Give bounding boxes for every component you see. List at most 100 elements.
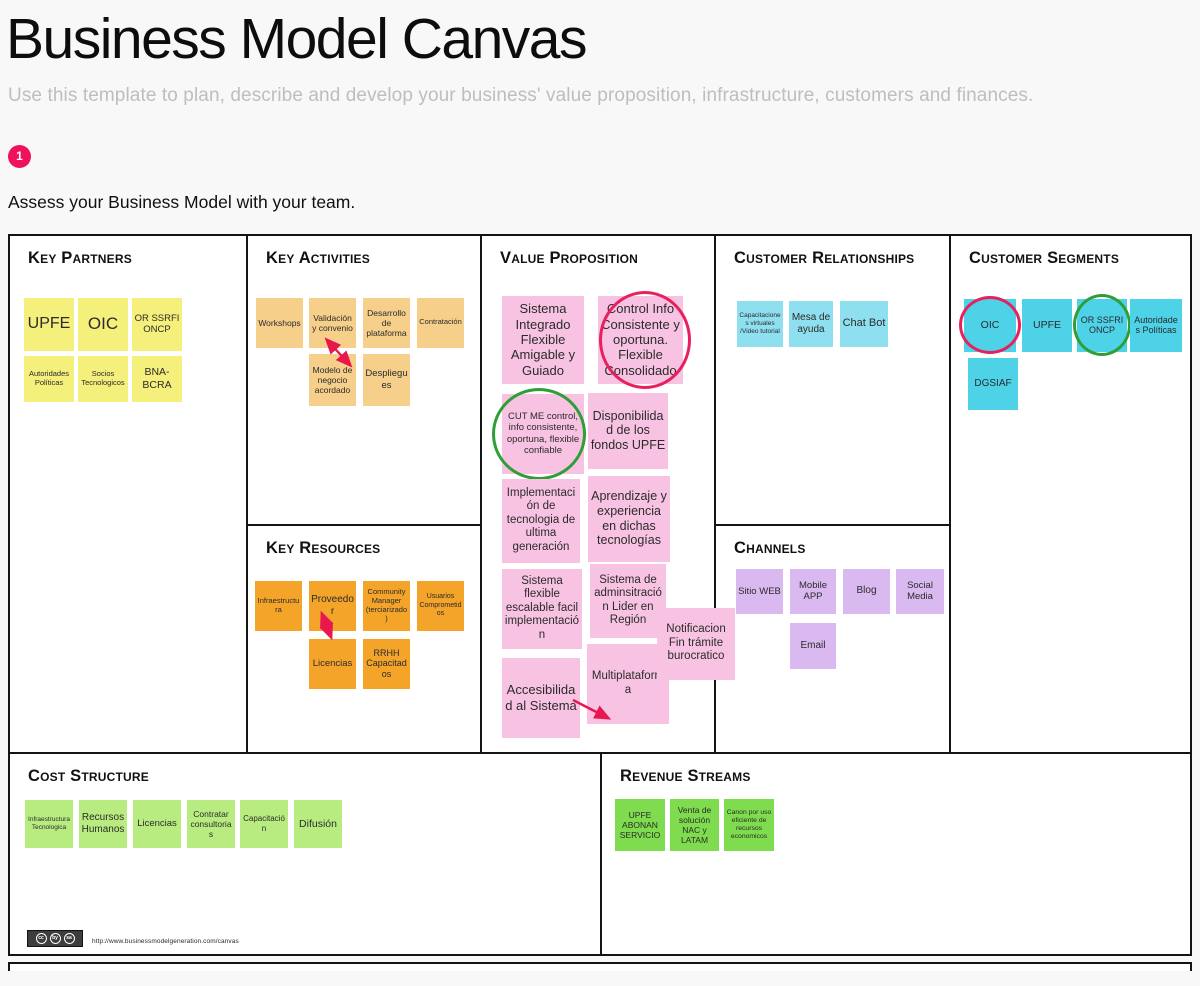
sticky-note[interactable]: Licencias [309, 638, 356, 689]
sticky-note[interactable]: Despliegues [363, 353, 410, 406]
sticky-note-text: Implementación de tecnologia de ultima g… [506, 486, 576, 554]
sticky-note-text: Community Manager (terciarizado) [365, 587, 408, 623]
sticky-note-text: Contratación [419, 317, 462, 327]
section-cost-structure: Cost Structure [10, 751, 602, 954]
section-title: Customer Relationships [734, 248, 915, 267]
sticky-note[interactable]: Accesibilidad al Sistema [502, 657, 580, 738]
sticky-note-text: Sitio WEB [738, 585, 781, 597]
sticky-note[interactable]: Email [790, 622, 836, 669]
sticky-note-text: Accesibilidad al Sistema [505, 682, 577, 713]
sticky-note[interactable]: UPFE [24, 297, 74, 351]
sticky-note-text: Licencias [312, 658, 353, 670]
sticky-note-text: Recursos Humanos [81, 811, 125, 835]
sticky-note[interactable]: UPFE ABONAN SERVICIO [615, 798, 665, 851]
sticky-note[interactable]: Workshops [256, 297, 303, 348]
sticky-note[interactable]: OIC [959, 296, 1021, 355]
section-customer-relationships: Customer Relationships [716, 235, 951, 526]
sticky-note[interactable]: Notificacion Fin trámite burocratico [657, 607, 735, 680]
sticky-note-text: UPFE [27, 314, 71, 332]
sticky-note[interactable]: Blog [843, 568, 890, 614]
sticky-note-text: Multiplataforma [591, 670, 665, 696]
sticky-note[interactable]: Sistema flexible escalable facil impleme… [502, 568, 582, 649]
sticky-note[interactable]: Modelo de negocio acordado [309, 353, 356, 406]
sticky-note[interactable]: Socios Tecnologicos [78, 355, 128, 402]
sticky-note[interactable]: OR SSRFI ONCP [132, 297, 182, 351]
sticky-note[interactable]: Sistema de adminsitración Lider en Regió… [590, 563, 666, 638]
sticky-note[interactable]: Difusión [294, 799, 342, 848]
sticky-note[interactable]: Contratar consultorias [187, 799, 235, 848]
sticky-note[interactable]: Infraestructura [255, 580, 302, 631]
sticky-note[interactable]: Canon por uso eficiente de recursos econ… [724, 798, 774, 851]
sticky-note-text: Sistema flexible escalable facil impleme… [504, 574, 580, 642]
sticky-note-text: Chat Bot [842, 317, 886, 330]
sticky-note-text: Autoridades Políticas [28, 368, 70, 387]
sticky-note[interactable]: Proveedor [309, 580, 356, 631]
section-title: Cost Structure [28, 766, 149, 785]
sticky-note-text: Sistema de adminsitración Lider en Regió… [594, 573, 662, 627]
sticky-note[interactable]: Autoridades Políticas [1130, 298, 1182, 352]
sticky-note-text: Modelo de negocio acordado [312, 364, 353, 395]
sticky-note[interactable]: Licencias [133, 799, 181, 848]
sticky-note-text: Despliegues [365, 368, 408, 391]
sticky-note-text: Contratar consultorias [190, 808, 232, 839]
sticky-note[interactable]: Recursos Humanos [79, 799, 127, 848]
sticky-note-text: Infraestructura Tecnologica [28, 816, 70, 831]
sticky-note[interactable]: UPFE [1022, 298, 1072, 352]
sticky-note-text: DGSIAF [974, 377, 1012, 389]
sticky-note[interactable]: Capacitación [240, 799, 288, 848]
cc-icon: cc [35, 932, 47, 944]
page-subtitle: Use this template to plan, describe and … [8, 84, 1034, 106]
sticky-note[interactable]: Implementación de tecnologia de ultima g… [502, 478, 580, 563]
sticky-note-text: Email [800, 639, 826, 651]
sticky-note[interactable]: Usuarios Comprometidos [417, 580, 464, 631]
cc-license-badge[interactable]: cc by sa [27, 929, 83, 947]
sticky-note-text: Blog [856, 585, 877, 597]
sticky-note[interactable]: Desarrollo de plataforma [363, 297, 410, 348]
step-instruction: Assess your Business Model with your tea… [8, 191, 356, 212]
sticky-note[interactable]: Mesa de ayuda [789, 300, 833, 347]
cc-sa-icon: sa [63, 932, 75, 944]
section-title: Key Resources [266, 538, 381, 557]
sticky-note-text: Social Media [907, 579, 933, 603]
sticky-note[interactable]: Community Manager (terciarizado) [363, 580, 410, 631]
sticky-note[interactable]: Infraestructura Tecnologica [25, 799, 73, 848]
sticky-note-text: Desarrollo de plataforma [366, 307, 407, 338]
sticky-note[interactable]: CUT ME control, info consistente, oportu… [492, 387, 586, 480]
sticky-note-text: UPFE ABONAN SERVICIO [619, 809, 661, 840]
sticky-note[interactable]: Sitio WEB [736, 568, 783, 614]
sticky-note[interactable]: Chat Bot [840, 300, 888, 347]
sticky-note-text: Workshops [258, 317, 301, 328]
sticky-note[interactable]: DGSIAF [968, 357, 1018, 410]
sticky-note-text: Mobile APP [799, 579, 827, 603]
sticky-note[interactable]: Capacitaciones virtuales /Video tutorial [737, 300, 783, 347]
sticky-note[interactable]: OIC [78, 297, 128, 351]
sticky-note[interactable]: RRHH Capacitados [363, 638, 410, 689]
sticky-note-text: Control Info Consistente y oportuna. Fle… [601, 301, 680, 378]
next-canvas-edge [8, 961, 1192, 971]
business-model-canvas: Key Partners Key Activities Key Resource… [8, 233, 1192, 956]
sticky-note[interactable]: Autoridades Políticas [24, 355, 74, 402]
sticky-note[interactable]: Aprendizaje y experiencia en dichas tecn… [588, 475, 670, 562]
sticky-note-text: Capacitación [243, 814, 285, 833]
sticky-note-text: Venta de solución NAC y LATAM [677, 804, 712, 845]
sticky-note[interactable]: BNA-BCRA [132, 355, 182, 402]
sticky-note-text: Socios Tecnologicos [81, 368, 125, 387]
sticky-note[interactable]: Sistema Integrado Flexible Amigable y Gu… [502, 295, 584, 384]
sticky-note[interactable]: Contratación [417, 297, 464, 348]
section-key-activities: Key Activities [248, 235, 482, 526]
sticky-note[interactable]: Multiplataforma [587, 643, 669, 724]
sticky-note[interactable]: Validación y convenio [309, 297, 356, 348]
sticky-note[interactable]: OR SSFRI ONCP [1073, 294, 1131, 357]
sticky-note-text: Aprendizaje y experiencia en dichas tecn… [591, 489, 667, 548]
sticky-note-text: Usuarios Comprometidos [419, 593, 462, 617]
sticky-note-text: OR SSRFI ONCP [134, 312, 180, 336]
sticky-note[interactable]: Disponibilidad de los fondos UPFE [588, 392, 668, 469]
section-value-proposition: Value Proposition [482, 235, 716, 754]
canvas-source-url: http://www.businessmodelgeneration.com/c… [92, 937, 239, 945]
section-title: Channels [734, 538, 806, 557]
sticky-note[interactable]: Venta de solución NAC y LATAM [670, 798, 719, 851]
sticky-note[interactable]: Mobile APP [790, 568, 836, 614]
sticky-note[interactable]: Social Media [896, 568, 944, 614]
cc-by-icon: by [49, 932, 61, 944]
sticky-note[interactable]: Control Info Consistente y oportuna. Fle… [598, 290, 691, 389]
